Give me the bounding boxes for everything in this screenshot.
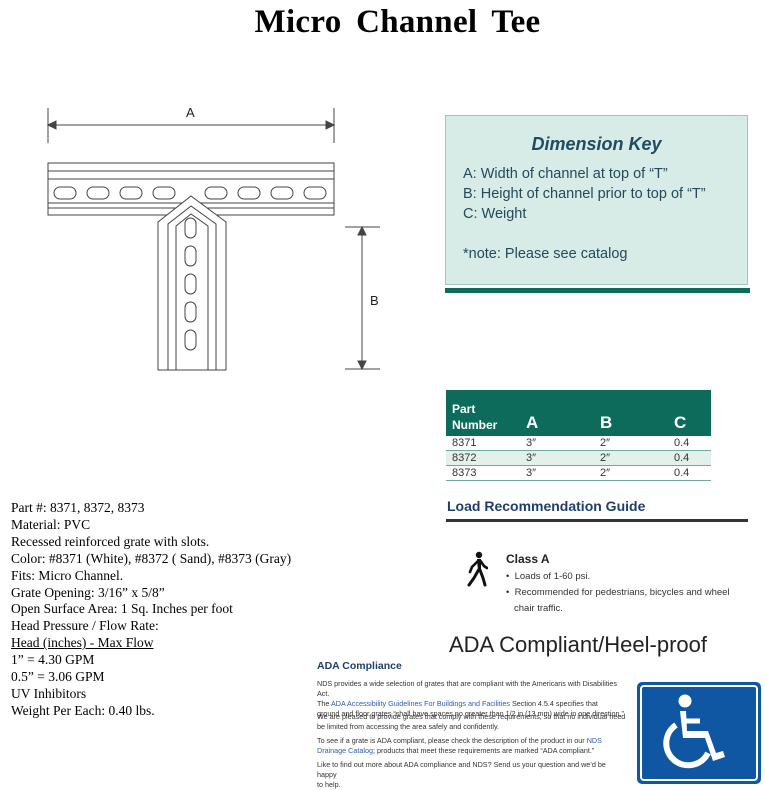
spec-line: Material: PVC <box>11 516 91 532</box>
cell-a: 3″ <box>520 436 594 451</box>
cell-b: 2″ <box>594 465 668 481</box>
ada-paragraph-3: To see if a grate is ADA compliant, plea… <box>317 736 602 755</box>
cell-b: 2″ <box>594 436 668 451</box>
spec-line: Grate Opening: 3/16” x 5/8” <box>11 584 165 600</box>
spec-line: Color: #8371 (White), #8372 ( Sand), #83… <box>11 550 292 566</box>
drainage-catalog-link[interactable]: Drainage Catalog <box>317 746 373 755</box>
ada-paragraph-2: We are pleased to provide grates that co… <box>317 712 626 731</box>
dimension-b-label: B <box>370 293 379 308</box>
table-header-row: Part Number A B C <box>446 390 711 436</box>
class-a-bullet-2-cont: chair traffic. <box>514 603 563 614</box>
header-a: A <box>526 413 539 432</box>
spec-line-underlined: Head (inches) - Max Flow <box>11 635 154 651</box>
table-row: 8373 3″ 2″ 0.4 <box>446 465 711 481</box>
product-specs: Part #: 8371, 8372, 8373 Material: PVC R… <box>11 500 291 720</box>
walking-person-icon <box>467 551 488 587</box>
load-guide-rule <box>446 519 748 522</box>
class-a-bullet-1: • Loads of 1-60 psi. <box>506 571 591 582</box>
dimension-key-box: Dimension Key A: Width of channel at top… <box>445 115 748 285</box>
spec-line: Fits: Micro Channel. <box>11 567 124 583</box>
class-a-bullet-2: • Recommended for pedestrians, bicycles … <box>506 587 730 598</box>
spec-line: Head Pressure / Flow Rate: <box>11 618 159 634</box>
dimension-key-line-a: A: Width of channel at top of “T” <box>463 166 668 182</box>
header-part: Part <box>452 402 476 416</box>
ada-paragraph-4: Like to find out more about ADA complian… <box>317 760 606 789</box>
dimension-key-line-c: C: Weight <box>463 206 527 222</box>
dimension-key-note: *note: Please see catalog <box>463 246 628 262</box>
class-a-title: Class A <box>506 552 550 566</box>
cell-c: 0.4 <box>668 436 711 451</box>
load-guide-title: Load Recommendation Guide <box>447 498 646 514</box>
spec-line: Recessed reinforced grate with slots. <box>11 533 210 549</box>
part-number-table: Part Number A B C 8371 3″ 2″ 0.4 8372 3″… <box>446 390 711 481</box>
cell-part: 8371 <box>446 436 520 451</box>
dimension-a-label: A <box>186 105 195 120</box>
cell-a: 3″ <box>520 450 594 466</box>
cell-a: 3″ <box>520 465 594 481</box>
spec-line: Open Surface Area: 1 Sq. Inches per foot <box>11 601 233 617</box>
dimension-key-underline <box>445 288 750 293</box>
header-number: Number <box>452 418 498 432</box>
spec-line: 0.5” = 3.06 GPM <box>11 669 105 685</box>
table-row: 8372 3″ 2″ 0.4 <box>446 450 711 466</box>
page-title: Micro Channel Tee <box>254 4 541 40</box>
ada-paragraph-1: NDS provides a wide selection of grates … <box>317 679 624 718</box>
spec-line: UV Inhibitors <box>11 685 87 701</box>
ada-guidelines-link[interactable]: ADA Accessibility Guidelines For Buildin… <box>331 699 510 708</box>
nds-link[interactable]: NDS <box>586 736 602 745</box>
tee-diagram: A B <box>46 105 380 371</box>
cell-c: 0.4 <box>668 450 711 466</box>
cell-part: 8372 <box>446 450 520 466</box>
cell-part: 8373 <box>446 465 520 481</box>
header-c: C <box>674 413 687 432</box>
dimension-key-line-b: B: Height of channel prior to top of “T” <box>463 186 706 202</box>
spec-line: Part #: 8371, 8372, 8373 <box>11 500 145 515</box>
cell-c: 0.4 <box>668 465 711 481</box>
spec-line: Weight Per Each: 0.40 lbs. <box>11 702 155 718</box>
wheelchair-icon <box>636 681 762 785</box>
header-b: B <box>600 413 613 432</box>
spec-line: 1” = 4.30 GPM <box>11 652 95 668</box>
cell-b: 2″ <box>594 450 668 466</box>
dimension-key-title: Dimension Key <box>531 134 662 154</box>
ada-heading: ADA Compliant/Heel-proof <box>449 632 708 657</box>
ada-compliance-title: ADA Compliance <box>317 660 402 672</box>
table-row: 8371 3″ 2″ 0.4 <box>446 436 711 451</box>
